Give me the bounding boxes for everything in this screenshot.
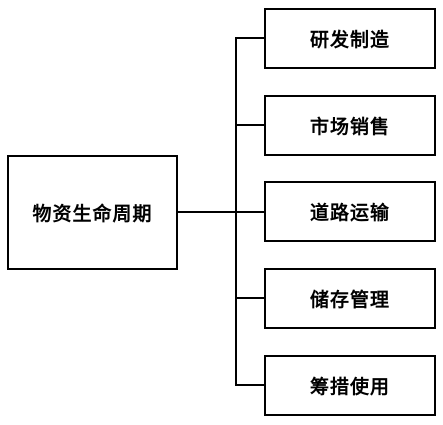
stage-node-label: 道路运输 — [309, 202, 390, 224]
stage-node-road-transport: 道路运输 — [264, 181, 436, 242]
stage-node-storage-management: 储存管理 — [264, 268, 436, 329]
stage-node-label: 研发制造 — [309, 29, 390, 51]
stage-node-label: 筹措使用 — [309, 376, 390, 398]
stage-node-market-sales: 市场销售 — [264, 95, 436, 156]
stage-node-label: 储存管理 — [309, 289, 390, 311]
root-node: 物资生命周期 — [7, 155, 178, 270]
root-node-label: 物资生命周期 — [32, 203, 153, 225]
stage-node-rnd-manufacturing: 研发制造 — [264, 8, 436, 69]
stage-node-label: 市场销售 — [309, 116, 390, 138]
stage-node-procurement-use: 筹措使用 — [264, 355, 436, 416]
